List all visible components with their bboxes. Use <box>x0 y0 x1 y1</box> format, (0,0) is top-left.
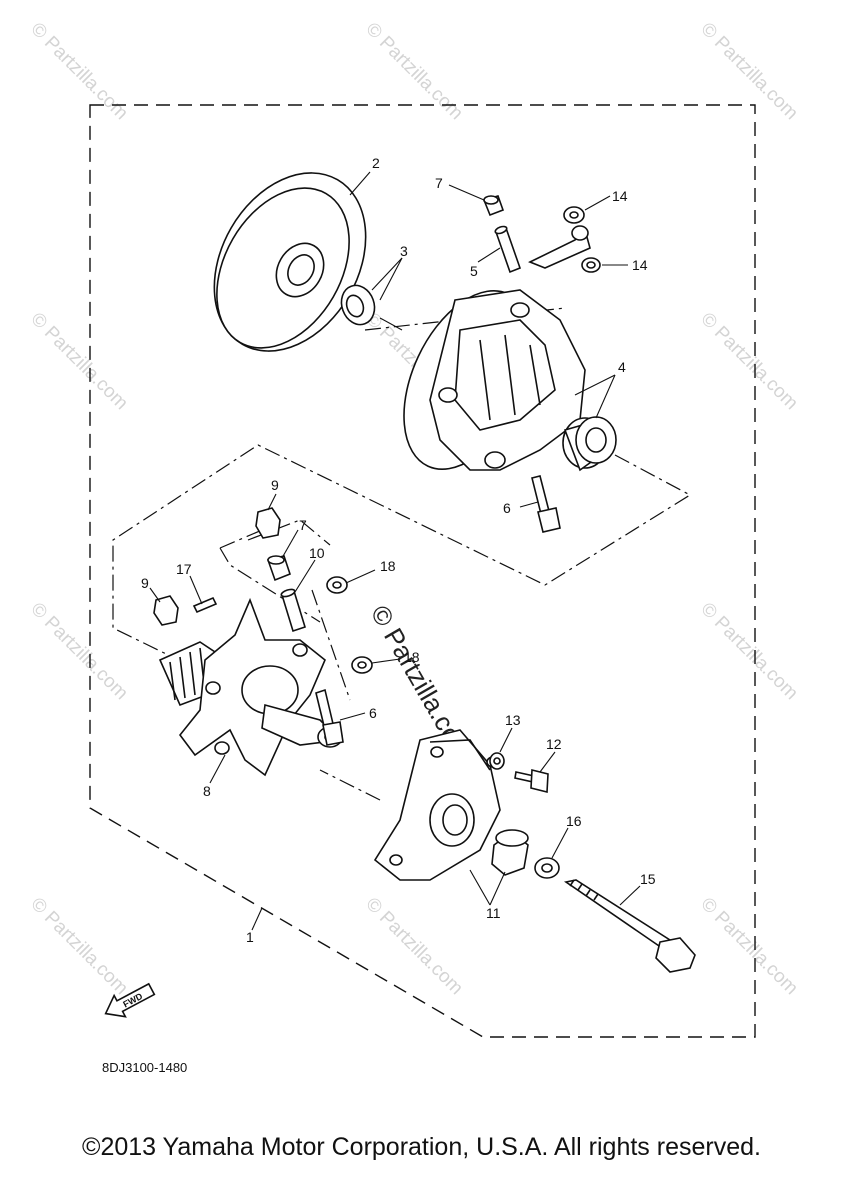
part-cover-bushing <box>491 829 529 876</box>
part-pin-upper <box>494 225 522 274</box>
part-washers-18 <box>326 576 373 674</box>
part-sheave <box>213 172 367 352</box>
part-bolt-upper <box>531 475 561 533</box>
callout-12: 12 <box>546 736 562 752</box>
callout-15: 15 <box>640 871 656 887</box>
callout-3: 3 <box>400 243 408 259</box>
callout-numbers: 1 2 3 4 5 6 6 7 7 8 9 9 10 11 12 13 14 1… <box>141 155 656 945</box>
watermark: © Partzilla.com <box>26 309 131 414</box>
part-spider-hub <box>158 597 343 777</box>
watermark: © Partzilla.com <box>26 19 131 124</box>
part-cover <box>373 729 501 881</box>
watermark: © Partzilla.com <box>26 599 131 704</box>
part-bolt-lower <box>315 688 344 746</box>
callout-8: 8 <box>203 783 211 799</box>
callout-6-lower: 6 <box>369 705 377 721</box>
callout-16: 16 <box>566 813 582 829</box>
callout-7-upper: 7 <box>435 175 443 191</box>
watermark: © Partzilla.com <box>696 599 801 704</box>
part-long-bolt <box>563 879 696 973</box>
copyright-notice: ©2013 Yamaha Motor Corporation, U.S.A. A… <box>82 1133 761 1161</box>
callout-6-upper: 6 <box>503 500 511 516</box>
part-weight-lower <box>153 595 179 626</box>
part-pin-lower <box>280 588 306 633</box>
callout-18-lower: 18 <box>404 649 420 665</box>
watermark: © Partzilla.com <box>361 19 466 124</box>
part-slider-lower <box>266 555 291 582</box>
callout-4: 4 <box>618 359 626 375</box>
assembly-boundary <box>89 104 756 1038</box>
callout-5: 5 <box>470 263 478 279</box>
callout-14-lower: 14 <box>632 257 648 273</box>
part-slider-upper <box>482 195 505 217</box>
callout-13: 13 <box>505 712 521 728</box>
callout-17: 17 <box>176 561 192 577</box>
callout-9-lower: 9 <box>141 575 149 591</box>
callout-9-upper: 9 <box>271 477 279 493</box>
part-washer-16 <box>534 857 560 879</box>
watermark: © Partzilla.com <box>361 894 466 999</box>
diagram-code: 8DJ3100-1480 <box>102 1060 187 1075</box>
callout-18-upper: 18 <box>380 558 396 574</box>
leader-lines <box>149 171 641 931</box>
callout-1: 1 <box>246 929 254 945</box>
part-roller-pin <box>192 596 218 614</box>
callout-10: 10 <box>309 545 325 561</box>
subassembly-boundary-lower <box>219 519 381 801</box>
watermark: © Partzilla.com <box>696 894 801 999</box>
part-bushing <box>340 284 403 331</box>
watermark: © Partzilla.com <box>696 309 801 414</box>
part-weight-upper <box>255 507 281 539</box>
part-bolt-12 <box>514 768 549 794</box>
watermark: © Partzilla.com <box>696 19 801 124</box>
part-housing <box>403 289 617 472</box>
part-lever-and-washers <box>528 206 601 273</box>
callout-14-upper: 14 <box>612 188 628 204</box>
watermark: © Partzilla.com <box>26 894 131 999</box>
callout-11: 11 <box>486 905 501 921</box>
callout-2: 2 <box>372 155 380 171</box>
callout-7-lower: 7 <box>299 517 307 533</box>
part-washer-13 <box>489 752 505 770</box>
